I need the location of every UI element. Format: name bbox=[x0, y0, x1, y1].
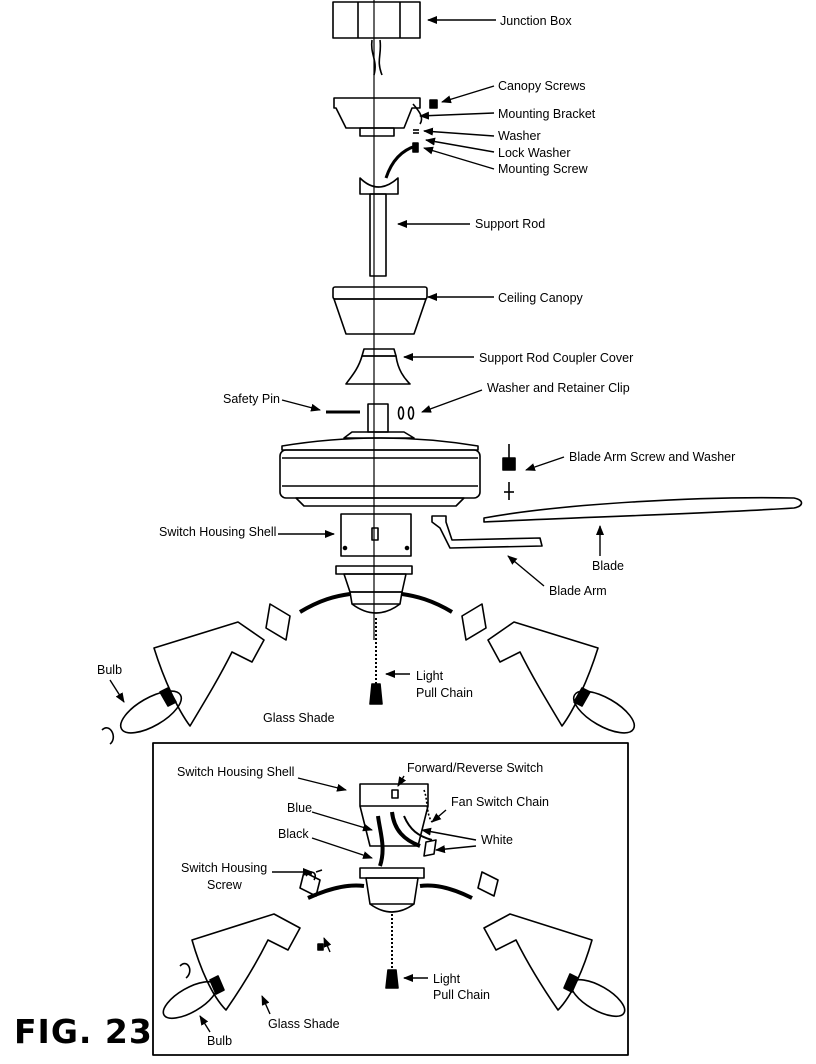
label-glass-shade: Glass Shade bbox=[263, 711, 335, 725]
part-labels: Junction Box Canopy Screws Mounting Brac… bbox=[97, 14, 735, 1048]
retainer-hardware-drawing bbox=[326, 403, 415, 439]
inset-label-white: White bbox=[481, 833, 513, 847]
inset-frame bbox=[152, 742, 629, 1056]
blade-arm-drawing bbox=[431, 515, 543, 549]
inset-label-light-pull-chain-line1: Light bbox=[433, 972, 461, 986]
label-lock-washer: Lock Washer bbox=[498, 146, 570, 160]
inset-label-switch-housing-screw-line1: Switch Housing bbox=[181, 861, 267, 875]
mounting-bracket-drawing bbox=[333, 97, 438, 179]
label-coupler-cover: Support Rod Coupler Cover bbox=[479, 351, 633, 365]
inset-label-switch-housing-shell: Switch Housing Shell bbox=[177, 765, 294, 779]
inset-label-blue: Blue bbox=[287, 801, 312, 815]
label-washer-retainer: Washer and Retainer Clip bbox=[487, 381, 630, 395]
label-mounting-bracket: Mounting Bracket bbox=[498, 107, 596, 121]
label-junction-box: Junction Box bbox=[500, 14, 572, 28]
label-canopy-screws: Canopy Screws bbox=[498, 79, 586, 93]
label-switch-housing-shell: Switch Housing Shell bbox=[159, 525, 276, 539]
inset-wiring-drawing bbox=[162, 783, 626, 1020]
blade-arm-screw-drawing bbox=[502, 444, 516, 500]
label-light-pull-chain-line1: Light bbox=[416, 669, 444, 683]
label-support-rod: Support Rod bbox=[475, 217, 545, 231]
motor-housing-drawing bbox=[279, 437, 481, 507]
leader-arrows bbox=[109, 16, 604, 1033]
inset-label-fan-switch-chain: Fan Switch Chain bbox=[451, 795, 549, 809]
inset-label-forward-reverse-switch: Forward/Reverse Switch bbox=[407, 761, 543, 775]
figure-label: FIG. 23 bbox=[14, 1012, 153, 1051]
support-rod-drawing bbox=[359, 177, 399, 277]
light-kit-drawing bbox=[101, 565, 636, 745]
label-blade-arm-screw: Blade Arm Screw and Washer bbox=[569, 450, 735, 464]
inset-label-glass-shade: Glass Shade bbox=[268, 1017, 340, 1031]
ceiling-canopy-drawing bbox=[332, 286, 428, 335]
inset-label-light-pull-chain-line2: Pull Chain bbox=[433, 988, 490, 1002]
inset-label-switch-housing-screw-line2: Screw bbox=[207, 878, 243, 892]
switch-housing-shell-drawing bbox=[340, 513, 412, 557]
label-bulb: Bulb bbox=[97, 663, 122, 677]
label-ceiling-canopy: Ceiling Canopy bbox=[498, 291, 584, 305]
blade-drawing bbox=[483, 496, 803, 523]
label-washer: Washer bbox=[498, 129, 541, 143]
inset-label-bulb: Bulb bbox=[207, 1034, 232, 1048]
label-light-pull-chain-line2: Pull Chain bbox=[416, 686, 473, 700]
label-mounting-screw: Mounting Screw bbox=[498, 162, 589, 176]
label-blade-arm: Blade Arm bbox=[549, 584, 607, 598]
coupler-cover-drawing bbox=[345, 348, 411, 385]
label-safety-pin: Safety Pin bbox=[223, 392, 280, 406]
junction-box-drawing bbox=[332, 1, 421, 76]
inset-label-black: Black bbox=[278, 827, 309, 841]
label-blade: Blade bbox=[592, 559, 624, 573]
